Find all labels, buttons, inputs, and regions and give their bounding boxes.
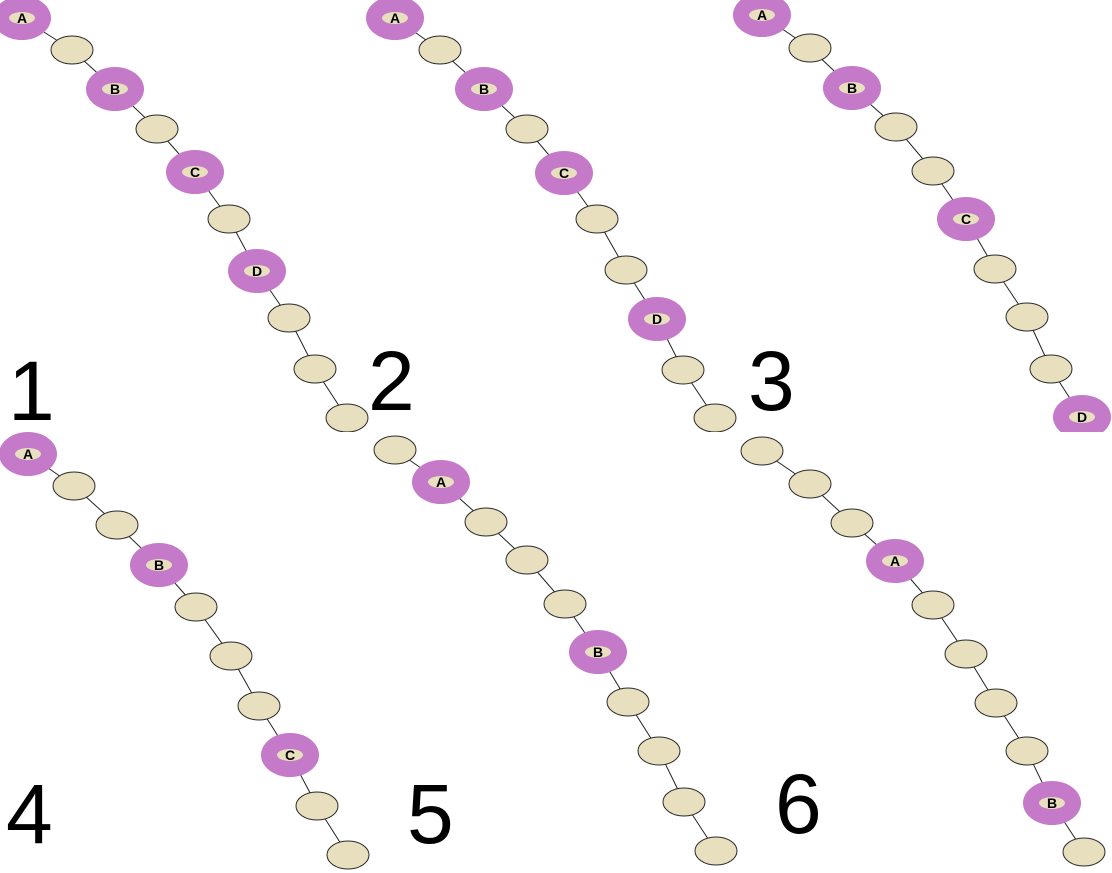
bead-label-a: A [17,10,27,26]
bead-label-b: B [847,80,857,96]
bead [637,736,681,766]
labeled-bead-core [146,559,172,571]
bead-label-d: D [1077,409,1087,425]
labeled-bead-core [9,12,35,24]
chain-6: AB [740,436,1106,867]
chain-1: A B C D [0,0,369,432]
bead [1005,302,1049,332]
bead-label-c: C [961,211,971,227]
labeled-bead-core [382,12,408,24]
bead-label-b: B [1047,795,1057,811]
bead-label-c: C [285,747,295,763]
bead [1062,837,1106,867]
chain-4: A B C [0,432,370,870]
bead [973,254,1017,284]
bead [373,435,417,465]
bead [944,639,988,669]
panel-number-2: 2 [368,334,415,428]
bead-label-a: A [757,7,767,23]
bead [95,510,139,540]
bead-label-c: C [190,164,200,180]
panel-number-3: 3 [748,334,795,428]
bead [974,688,1018,718]
bead [295,791,339,821]
bead [505,545,549,575]
bead [693,403,737,432]
bead [325,403,369,432]
labeled-bead-core [1039,797,1065,809]
bead [788,33,832,63]
bead-label-a: A [890,553,900,569]
bead-label-a: A [23,446,33,462]
bead-label-b: B [110,81,120,97]
bead [911,156,955,186]
labeled-bead-core [428,476,454,488]
panel-number-6: 6 [775,757,822,851]
labeled-bead-core [244,265,270,277]
bead [464,507,508,537]
bead-label-d: D [252,263,262,279]
bead [207,204,251,234]
labeled-bead-core [953,213,979,225]
bead [293,354,337,384]
bead [661,355,705,385]
labeled-bead-core [102,83,128,95]
bead [135,114,179,144]
labeled-bead-core [182,166,208,178]
bead [543,589,587,619]
bead [694,836,738,866]
bead-label-a: A [390,10,400,26]
labeled-bead-core [644,313,670,325]
bead [418,35,462,65]
bead-label-c: C [559,165,569,181]
labeled-bead-core [882,555,908,567]
labeled-bead-core [1069,411,1095,423]
labeled-bead-core [15,448,41,460]
bead [606,687,650,717]
bead [174,592,218,622]
bead [662,787,706,817]
bead-label-b: B [479,81,489,97]
labeled-bead-core [551,167,577,179]
bead [267,303,311,333]
bead [326,840,370,870]
panel-number-4: 4 [6,767,53,861]
bead [830,508,874,538]
labeled-bead-core [471,83,497,95]
bead [1005,736,1049,766]
bead [604,255,648,285]
bead [505,114,549,144]
labeled-bead-core [749,9,775,21]
bead [50,35,94,65]
bead-label-d: D [652,311,662,327]
labeled-bead-core [839,82,865,94]
bead [740,436,784,466]
bead [874,112,918,142]
bead-label-b: B [593,644,603,660]
bead [1029,354,1073,384]
bead [788,469,832,499]
labeled-bead-core [277,749,303,761]
chain-5: AB [373,435,738,866]
bead [911,590,955,620]
chain-2: A B C D [366,0,737,432]
panel-number-1: 1 [8,344,55,438]
chain-3: A B C D [733,0,1111,432]
bead [52,471,96,501]
panel-number-5: 5 [407,767,454,861]
bead-label-b: B [154,557,164,573]
bead-label-a: A [436,474,446,490]
bead [237,691,281,721]
bead [575,204,619,234]
labeled-bead-core [585,646,611,658]
bead [209,641,253,671]
